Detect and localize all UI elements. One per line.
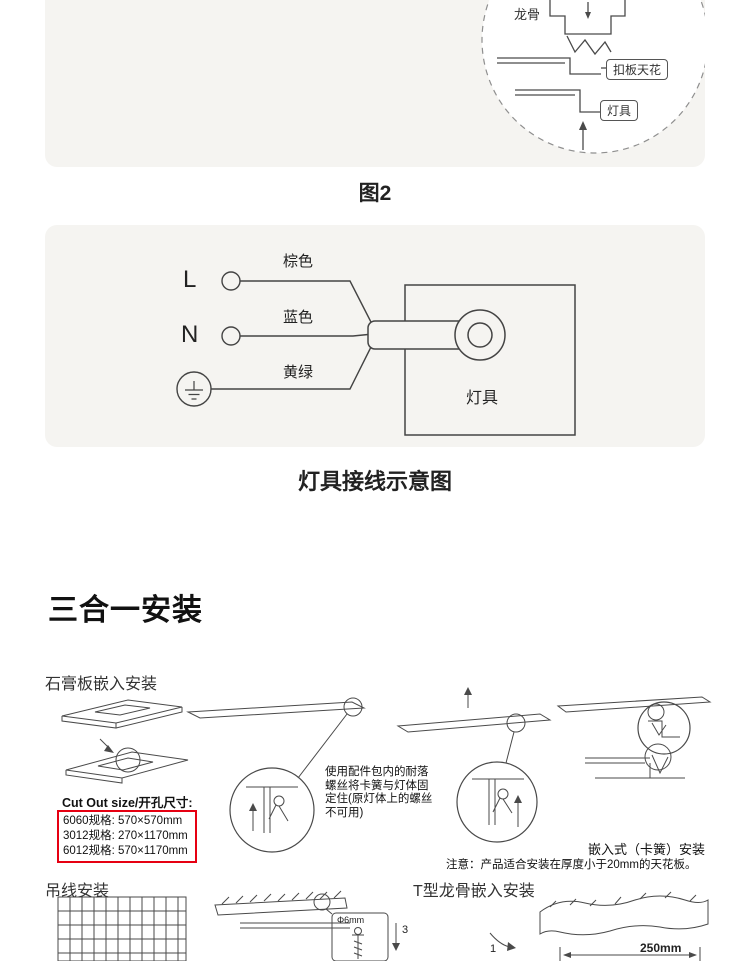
section-title: 三合一安装 <box>48 594 203 627</box>
figure2-panel <box>45 0 705 167</box>
installation-line-art <box>57 689 712 961</box>
ground-wire <box>211 342 374 390</box>
screw-note-line: 螺丝将卡簧与灯体固 <box>325 779 429 792</box>
cutout-spec-3012: 3012规格: 270×1170mm <box>63 830 188 842</box>
terminal-l-letter: L <box>183 266 197 293</box>
installation-arrowheads <box>104 687 697 958</box>
screw-note: 使用配件包内的耐落 螺丝将卡簧与灯体固 定住(原灯体上的螺丝 不可用) <box>325 766 432 820</box>
wiring-lines <box>176 271 576 436</box>
lamp-box-label: 灯具 <box>466 390 499 407</box>
wiring-caption: 灯具接线示意图 <box>297 469 452 494</box>
terminal-l-circle <box>221 271 241 291</box>
lamp-box-outline <box>404 284 576 436</box>
installation-steps-drawing <box>57 687 712 961</box>
keel-detail-drawing <box>481 0 705 154</box>
step-1-marker: 1 <box>490 943 497 955</box>
figure2-caption: 图2 <box>358 182 392 205</box>
wire-yellow-green-label: 黄绿 <box>283 364 314 381</box>
dimension-250mm-label: 250mm <box>640 941 682 955</box>
suspension-install-title: 吊线安装 <box>45 883 110 900</box>
clip-method-label: 嵌入式（卡簧）安装 <box>588 842 706 857</box>
wire-blue-label: 蓝色 <box>283 309 314 326</box>
cutout-spec-6012: 6012规格: 570×1170mm <box>63 845 188 857</box>
wire-brown-label: 棕色 <box>283 253 314 270</box>
thickness-notice: 注意：产品适合安装在厚度小于20mm的天花板。 <box>446 859 697 871</box>
keel-label: 龙骨 <box>514 7 541 22</box>
screw-note-line: 不可用) <box>325 806 364 819</box>
brown-wire <box>240 280 374 327</box>
blue-wire <box>240 333 374 337</box>
connector-inner-circle <box>467 322 493 348</box>
step-3-marker: 3 <box>402 924 409 936</box>
cutout-size-box: 6060规格: 570×570mm 3012规格: 270×1170mm 601… <box>57 810 197 863</box>
gypsum-install-title: 石膏板嵌入安装 <box>45 676 158 693</box>
connector-outer-circle <box>454 309 506 361</box>
ceiling-panel-label: 扣板天花 <box>606 59 669 80</box>
wiring-panel <box>45 225 705 447</box>
lamp-edge-label: 灯具 <box>600 100 639 121</box>
terminal-n-letter: N <box>181 321 199 348</box>
cutout-spec-6060: 6060规格: 570×570mm <box>63 815 183 827</box>
keel-arrowheads <box>579 12 591 130</box>
screw-note-line: 使用配件包内的耐落 <box>325 766 429 778</box>
terminal-n-circle <box>221 326 241 346</box>
tbar-install-title: T型龙骨嵌入安装 <box>413 883 535 900</box>
anchor-diameter-label: Φ6mm <box>337 915 365 925</box>
ground-symbol-lines <box>185 381 203 400</box>
wiring-diagram <box>176 271 576 436</box>
screw-note-line: 定住(原灯体上的螺丝 <box>325 793 433 805</box>
